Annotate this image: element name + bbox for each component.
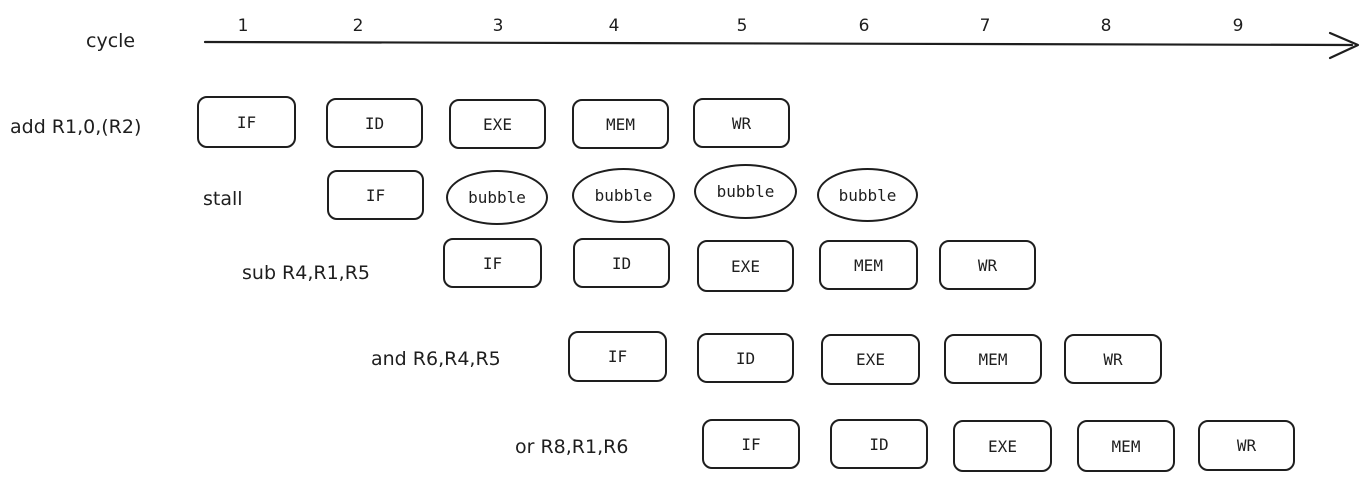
stage-wr: WR <box>1064 334 1162 384</box>
cycle-number-5: 5 <box>736 16 748 36</box>
stage-id: ID <box>697 333 794 383</box>
instruction-label: or R8,R1,R6 <box>515 436 629 458</box>
cycle-axis-arrowhead <box>1328 31 1360 60</box>
stage-exe: EXE <box>697 240 794 292</box>
cycle-axis-line <box>203 40 1354 47</box>
stage-exe: EXE <box>449 99 546 149</box>
instruction-label: sub R4,R1,R5 <box>242 262 370 284</box>
stage-wr: WR <box>1198 420 1295 471</box>
stage-if: IF <box>702 419 800 469</box>
stage-mem: MEM <box>1077 420 1175 472</box>
cycle-number-4: 4 <box>608 16 620 36</box>
stage-id: ID <box>573 238 670 288</box>
stage-mem: MEM <box>572 99 669 149</box>
cycle-axis-label: cycle <box>86 30 136 52</box>
bubble-stage: bubble <box>572 168 675 223</box>
cycle-number-7: 7 <box>979 16 991 36</box>
stage-if: IF <box>443 238 542 288</box>
cycle-number-1: 1 <box>237 16 249 36</box>
stage-id: ID <box>326 98 423 148</box>
bubble-stage: bubble <box>694 164 797 219</box>
instruction-label: and R6,R4,R5 <box>371 348 501 370</box>
stage-id: ID <box>830 419 928 469</box>
bubble-stage: bubble <box>817 168 918 222</box>
stage-wr: WR <box>693 98 790 148</box>
stage-if: IF <box>327 170 424 220</box>
cycle-number-6: 6 <box>858 16 870 36</box>
stage-mem: MEM <box>944 334 1042 384</box>
stage-if: IF <box>568 331 667 382</box>
stage-exe: EXE <box>821 334 920 385</box>
cycle-number-2: 2 <box>352 16 364 36</box>
cycle-number-3: 3 <box>492 16 504 36</box>
bubble-stage: bubble <box>446 170 548 225</box>
instruction-label: add R1,0,(R2) <box>10 116 142 138</box>
stage-wr: WR <box>939 240 1036 290</box>
cycle-number-9: 9 <box>1232 16 1244 36</box>
stage-if: IF <box>197 96 296 148</box>
cycle-number-8: 8 <box>1100 16 1112 36</box>
stage-mem: MEM <box>819 240 918 290</box>
stage-exe: EXE <box>953 420 1052 472</box>
instruction-label: stall <box>203 188 243 210</box>
